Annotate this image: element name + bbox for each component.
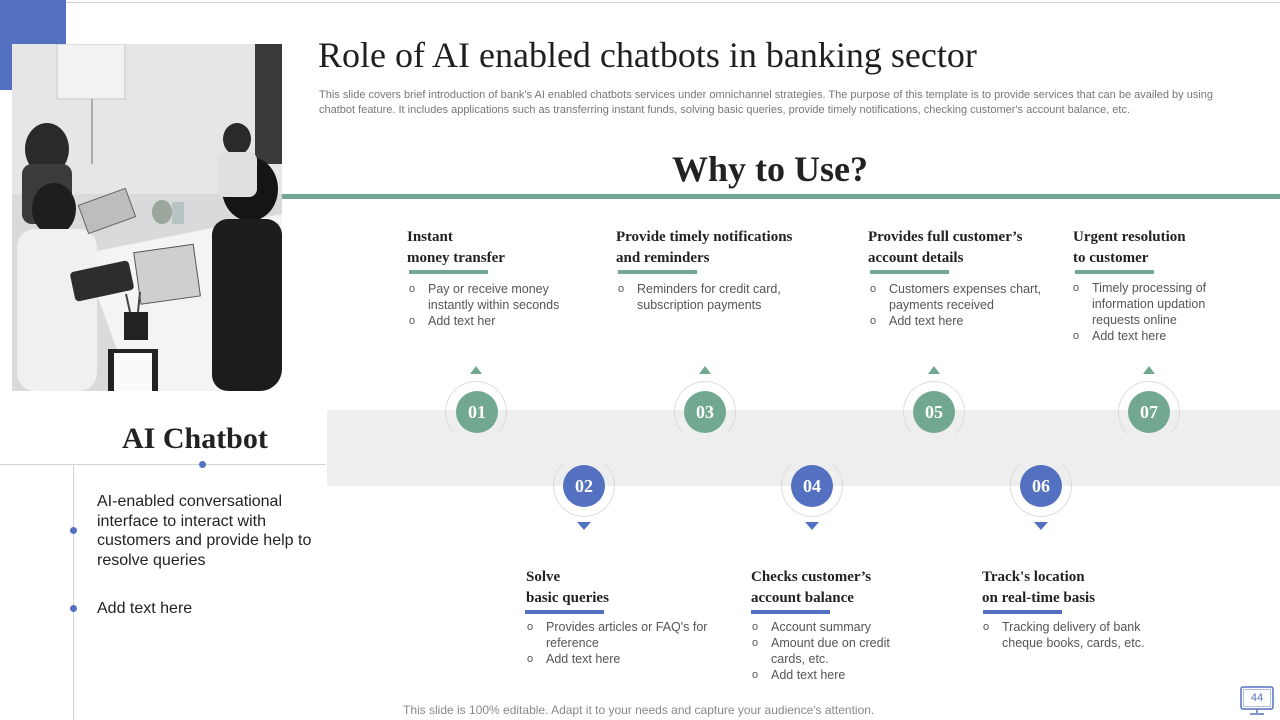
title-line: Track's location — [982, 569, 1085, 585]
title-line: Urgent resolution — [1073, 229, 1186, 245]
step-03-list: Reminders for credit card, subscription … — [618, 281, 808, 313]
step-06-node: 06 — [1020, 465, 1062, 507]
step-05-node: 05 — [913, 391, 955, 433]
step-04-node: 04 — [791, 465, 833, 507]
list-item: Provides articles or FAQ's for reference — [527, 619, 712, 651]
node-ring — [1118, 381, 1180, 443]
title-line: Instant — [407, 229, 453, 245]
node-ring — [903, 381, 965, 443]
step-02-node: 02 — [563, 465, 605, 507]
step-03-title: Provide timely notifications and reminde… — [616, 227, 792, 268]
title-line: account balance — [751, 589, 854, 606]
node-ring — [445, 381, 507, 443]
step-04-title: Checks customer’s account balance — [751, 567, 871, 608]
timeline-line — [73, 465, 74, 720]
step-02-title: Solve basic queries — [526, 567, 609, 608]
office-team-photo — [12, 44, 282, 391]
step-04-underline — [751, 610, 830, 614]
ai-chatbot-bullet: Add text here — [97, 600, 193, 617]
list-item: Add text here — [527, 651, 712, 667]
pointer-up-icon — [928, 366, 940, 374]
list-item: Amount due on credit cards, etc. — [752, 635, 917, 667]
list-item: Customers expenses chart, payments recei… — [870, 281, 1055, 313]
green-divider — [282, 194, 1280, 199]
pointer-down-icon — [805, 522, 819, 530]
title-line: and reminders — [616, 249, 710, 266]
list-item: Add text here — [870, 313, 1055, 329]
step-06-underline — [983, 610, 1062, 614]
list-item: Pay or receive money instantly within se… — [409, 281, 579, 313]
slide-description: This slide covers brief introduction of … — [319, 89, 1214, 116]
title-line: Provide timely notifications — [616, 229, 793, 245]
step-03-underline — [618, 270, 697, 274]
step-07-title: Urgent resolution to customer — [1073, 227, 1186, 268]
step-02-list: Provides articles or FAQ's for reference… — [527, 619, 712, 667]
step-05-title: Provides full customer’s account details — [868, 227, 1022, 268]
list-item: Tracking delivery of bank cheque books, … — [983, 619, 1168, 651]
step-06-list: Tracking delivery of bank cheque books, … — [983, 619, 1168, 651]
pointer-down-icon — [577, 522, 591, 530]
editable-footer-note: This slide is 100% editable. Adapt it to… — [403, 703, 875, 717]
title-line: account details — [868, 249, 964, 266]
pointer-up-icon — [1143, 366, 1155, 374]
list-item: Add text here — [752, 667, 917, 683]
list-item: Account summary — [752, 619, 917, 635]
pointer-up-icon — [470, 366, 482, 374]
step-01-title: Instant money transfer — [407, 227, 505, 268]
step-01-underline — [409, 270, 488, 274]
pointer-up-icon — [699, 366, 711, 374]
step-07-node: 07 — [1128, 391, 1170, 433]
pointer-down-icon — [1034, 522, 1048, 530]
list-item: Add text here — [1073, 328, 1228, 344]
step-04-list: Account summary Amount due on credit car… — [752, 619, 917, 683]
step-06-title: Track's location on real-time basis — [982, 567, 1095, 608]
timeline-dot — [199, 461, 206, 468]
bullet-dot — [70, 605, 77, 612]
node-ring — [781, 455, 843, 517]
title-line: Provides full customer’s — [868, 229, 1023, 245]
step-05-list: Customers expenses chart, payments recei… — [870, 281, 1055, 329]
step-07-underline — [1075, 270, 1154, 274]
node-ring — [553, 455, 615, 517]
title-line: Checks customer’s — [751, 569, 872, 585]
title-line: Solve — [526, 569, 561, 585]
page-number: 44 — [1250, 691, 1264, 704]
list-item: Reminders for credit card, subscription … — [618, 281, 808, 313]
ai-chatbot-divider — [0, 464, 326, 465]
slide-title: Role of AI enabled chatbots in banking s… — [318, 35, 977, 75]
why-to-use-heading: Why to Use? — [672, 149, 868, 189]
title-line: basic queries — [526, 589, 609, 606]
step-05-underline — [870, 270, 949, 274]
title-line: to customer — [1073, 249, 1149, 266]
node-ring — [674, 381, 736, 443]
title-line: money transfer — [407, 249, 505, 266]
bullet-dot — [70, 527, 77, 534]
node-ring — [1010, 455, 1072, 517]
list-item: Add text her — [409, 313, 579, 329]
top-rule — [66, 2, 1280, 3]
step-01-node: 01 — [456, 391, 498, 433]
title-line: on real-time basis — [982, 589, 1096, 606]
list-item: Timely processing of information updatio… — [1073, 280, 1228, 328]
step-03-node: 03 — [684, 391, 726, 433]
ai-chatbot-title: AI Chatbot — [122, 422, 268, 455]
step-07-list: Timely processing of information updatio… — [1073, 280, 1228, 344]
step-01-list: Pay or receive money instantly within se… — [409, 281, 579, 329]
monitor-icon — [1240, 686, 1274, 715]
ai-chatbot-bullet: AI-enabled conversational interface to i… — [97, 493, 312, 569]
step-02-underline — [525, 610, 604, 614]
